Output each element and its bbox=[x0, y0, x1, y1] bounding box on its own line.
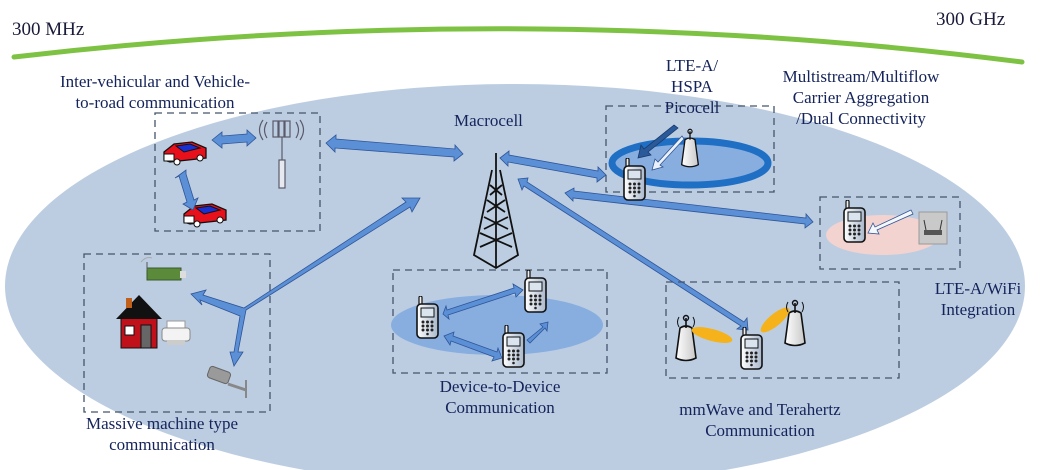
mmwave-label: mmWave and Terahertz Communication bbox=[679, 400, 841, 440]
pico-downlink-arrow bbox=[637, 124, 679, 159]
multistream-label: Multistream/Multiflow Carrier Aggregatio… bbox=[782, 67, 940, 128]
camera-icon bbox=[206, 365, 247, 398]
mmtc-group bbox=[83, 197, 421, 413]
v2x-label: Inter-vehicular and Vehicle- to-road com… bbox=[59, 72, 251, 112]
roadside-unit-icon bbox=[258, 119, 305, 189]
sensor-module-icon bbox=[140, 257, 186, 281]
wifi-router-icon bbox=[918, 211, 948, 245]
d2d-arrow bbox=[526, 321, 549, 344]
mmwave-box bbox=[665, 281, 900, 379]
d2d-group bbox=[391, 269, 608, 374]
v2x-box bbox=[154, 112, 321, 232]
printer-icon bbox=[161, 320, 191, 345]
mmwave-beam bbox=[760, 307, 790, 333]
mmwave-macro-arrow bbox=[517, 177, 749, 331]
mmwave-group bbox=[665, 281, 900, 379]
mmtc-box bbox=[83, 253, 271, 413]
wifi-box bbox=[819, 196, 961, 270]
d2d-label: Device-to-Device Communication bbox=[439, 377, 561, 417]
d2d-arrow bbox=[443, 331, 503, 362]
spectrum-arc bbox=[11, 26, 1025, 65]
mmtc-fork-arrow bbox=[190, 197, 421, 367]
wifi-group bbox=[819, 196, 961, 270]
spectrum-low-label: 300 MHz bbox=[12, 19, 85, 40]
picocell-label: LTE-A/ HSPA Picocell bbox=[664, 56, 720, 117]
spectrum-high-label: 300 GHz bbox=[936, 9, 1006, 30]
coverage-ellipse bbox=[5, 84, 1025, 470]
picocell-box bbox=[605, 105, 775, 193]
macrocell-tower-icon bbox=[472, 153, 520, 270]
wifi-integration-label: LTE-A/WiFi Integration bbox=[934, 279, 1022, 319]
wifi-link-arrow bbox=[867, 209, 914, 235]
macrocell-label: Macrocell bbox=[454, 111, 523, 130]
v2r-arrow bbox=[211, 129, 257, 149]
mmtc-label: Massive machine type communication bbox=[85, 414, 238, 454]
v2v-arrow bbox=[174, 169, 199, 211]
pico-uplink-arrow bbox=[651, 135, 685, 171]
v2x-macro-arrow bbox=[325, 134, 464, 162]
picocell-group bbox=[605, 105, 775, 201]
v2x-group bbox=[154, 112, 321, 232]
mmwave-beam bbox=[691, 327, 733, 343]
house-icon bbox=[116, 295, 162, 349]
d2d-arrow bbox=[442, 283, 524, 321]
